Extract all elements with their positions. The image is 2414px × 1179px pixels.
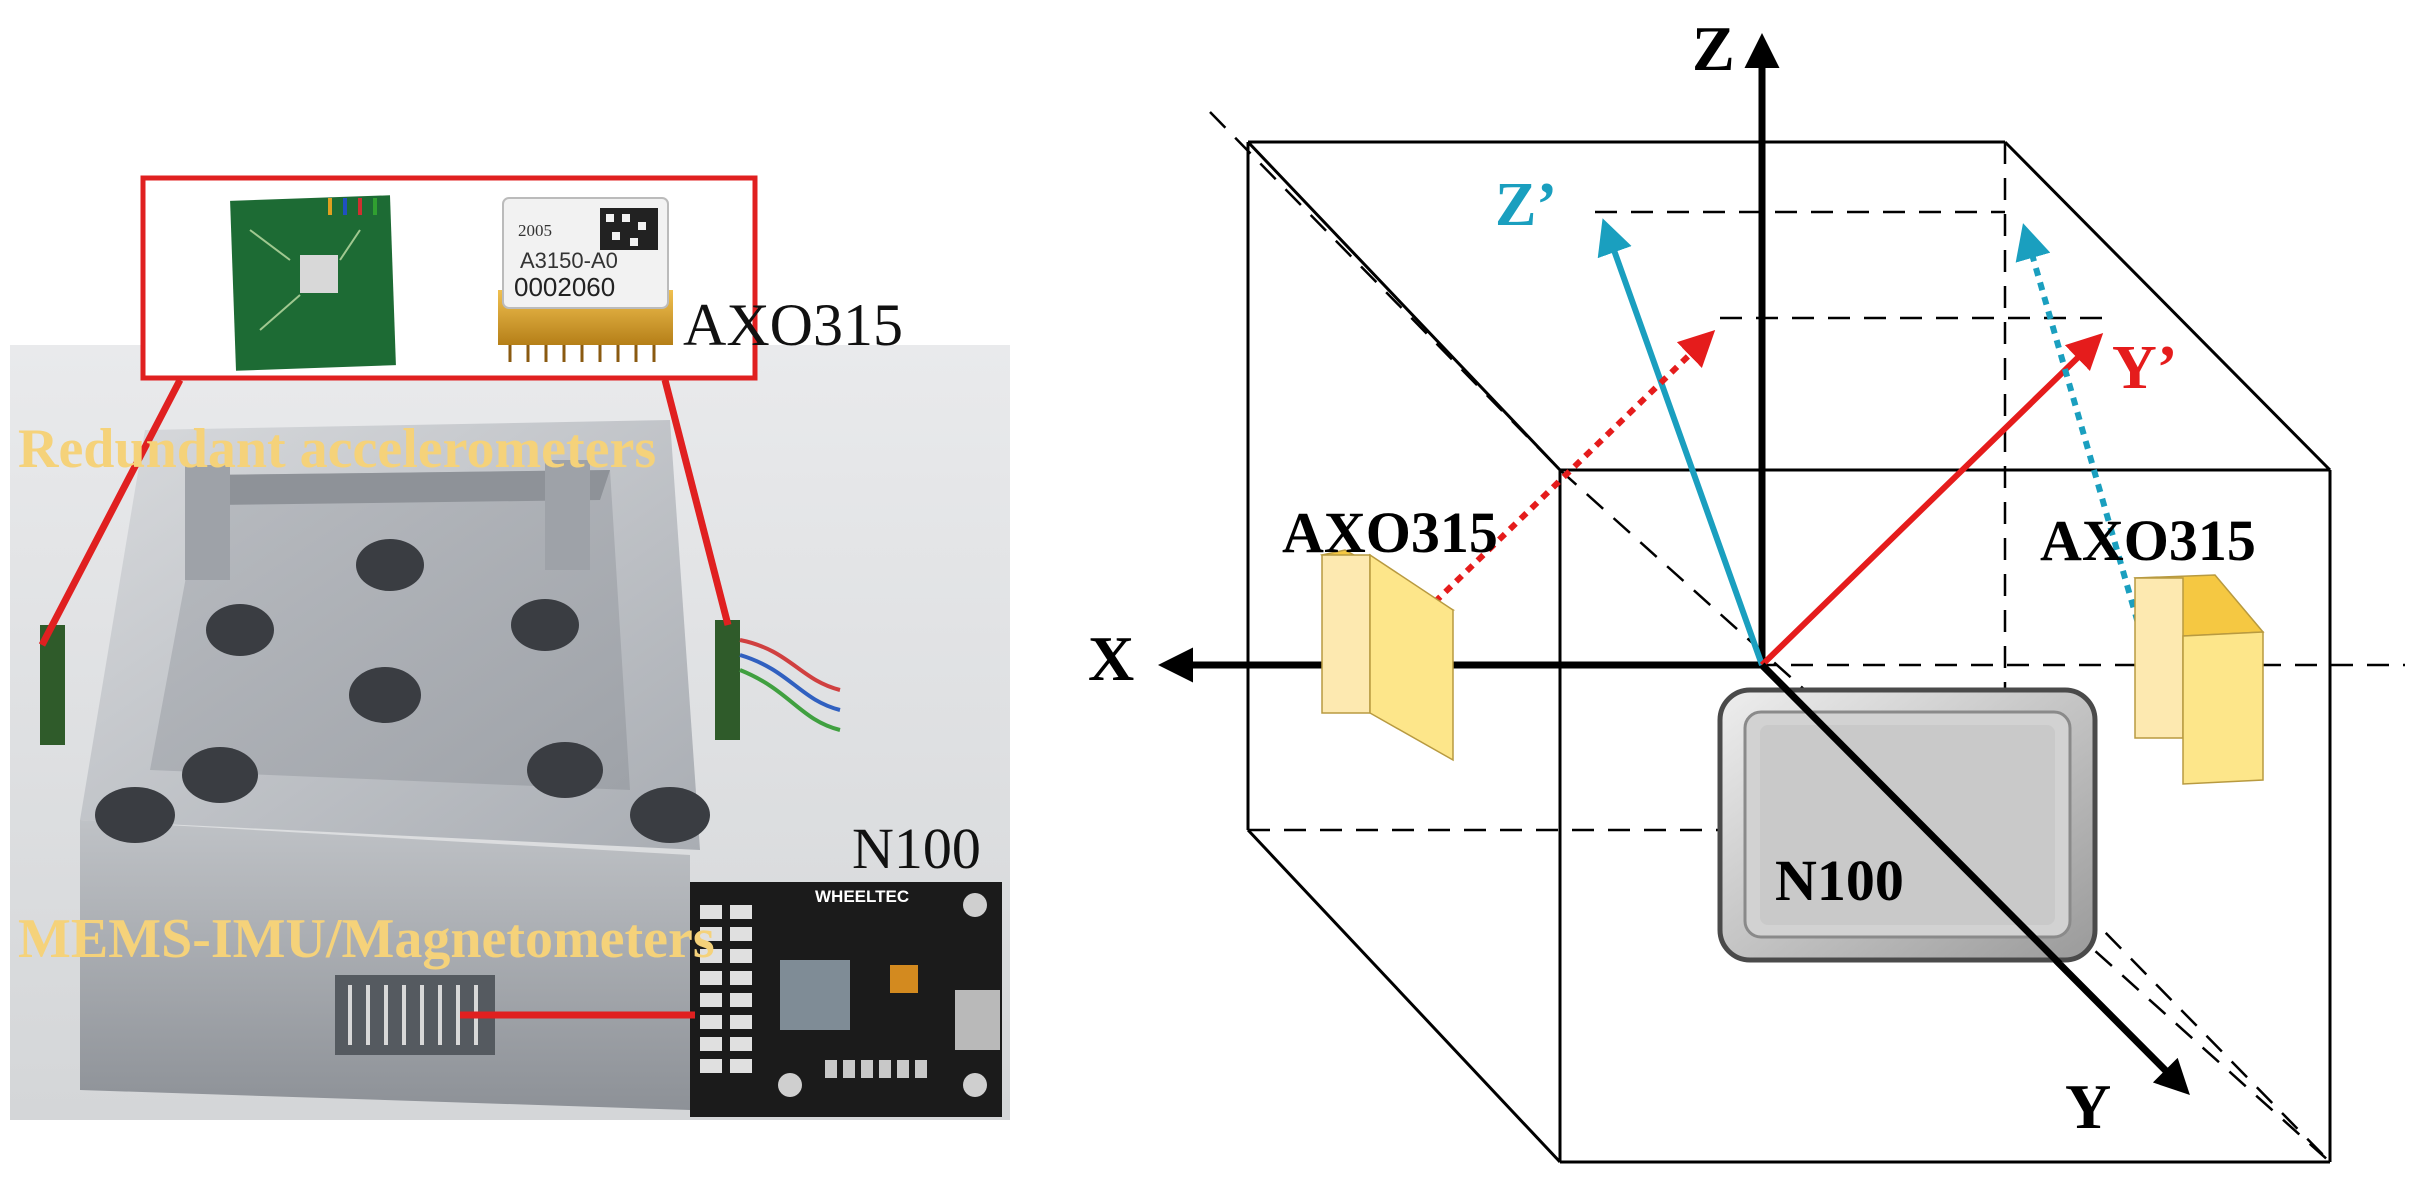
fixture-hole bbox=[630, 787, 710, 843]
fixture-hole bbox=[527, 742, 603, 798]
fixture-inner-wall bbox=[205, 470, 610, 505]
chip-text-line1: 2005 bbox=[518, 221, 552, 240]
fixture-hole bbox=[511, 599, 579, 651]
fixture-hole bbox=[349, 667, 421, 723]
chip-text-line2: A3150-A0 bbox=[520, 248, 618, 273]
left-axo315-block bbox=[1319, 549, 1456, 762]
side-wires bbox=[739, 638, 841, 692]
n100-board: WHEELTEC bbox=[690, 882, 1002, 1117]
side-wires bbox=[739, 668, 841, 732]
connector-pins bbox=[348, 985, 478, 1045]
pcb-board bbox=[230, 195, 396, 371]
axo315-chip: 2005 A3150-A0 0002060 bbox=[498, 197, 673, 362]
metal-fixture bbox=[40, 420, 841, 1110]
x-axis-label: X bbox=[1088, 623, 1134, 694]
z-axis-label: Z bbox=[1692, 13, 1735, 84]
y-prime-label: Y’ bbox=[2112, 334, 2177, 402]
redundant-accelerometers-label: Redundant accelerometers bbox=[18, 418, 656, 480]
pillar bbox=[545, 460, 590, 570]
left-sensor-label: AXO315 bbox=[1282, 500, 1498, 565]
chip-text-line3: 0002060 bbox=[514, 272, 615, 302]
fixture-hole bbox=[182, 747, 258, 803]
y-axis-label: Y bbox=[2065, 1071, 2111, 1142]
y-prime-arrow bbox=[1759, 332, 2104, 668]
right-sensor-label: AXO315 bbox=[2040, 508, 2256, 573]
mems-imu-label: MEMS-IMU/Magnetometers bbox=[18, 908, 715, 970]
top-chip-label: AXO315 bbox=[683, 292, 903, 358]
n100-photo-label: N100 bbox=[852, 816, 981, 881]
y-axis-overlay bbox=[1759, 662, 2063, 967]
z-prime-dotted-arrow bbox=[2015, 223, 2153, 666]
callout-leader-right bbox=[661, 379, 732, 626]
n100-device bbox=[1717, 687, 2098, 963]
reference-cube bbox=[1246, 140, 2332, 1164]
z-prime-arrow bbox=[1597, 218, 1765, 667]
fixture-hole bbox=[95, 787, 175, 843]
callout-leader-left bbox=[38, 378, 184, 647]
n100-device-label: N100 bbox=[1775, 848, 1904, 913]
z-prime-label: Z’ bbox=[1495, 171, 1557, 239]
board-brand: WHEELTEC bbox=[815, 887, 909, 906]
coordinate-diagram: Z X Y Z’ Y’ AXO315 AXO315 N100 bbox=[1088, 13, 2405, 1164]
side-wires bbox=[739, 653, 841, 712]
pillar bbox=[185, 465, 230, 580]
right-axo315-block bbox=[2133, 574, 2265, 785]
fixture-front-face bbox=[80, 820, 690, 1110]
fixture-cavity-floor bbox=[150, 470, 630, 790]
side-board-right bbox=[715, 620, 740, 740]
photo-panel: 2005 A3150-A0 0002060 AXO315 WHEELTEC bbox=[10, 175, 1010, 1120]
fixture-hole bbox=[206, 604, 274, 656]
fixture-hole bbox=[356, 539, 424, 591]
